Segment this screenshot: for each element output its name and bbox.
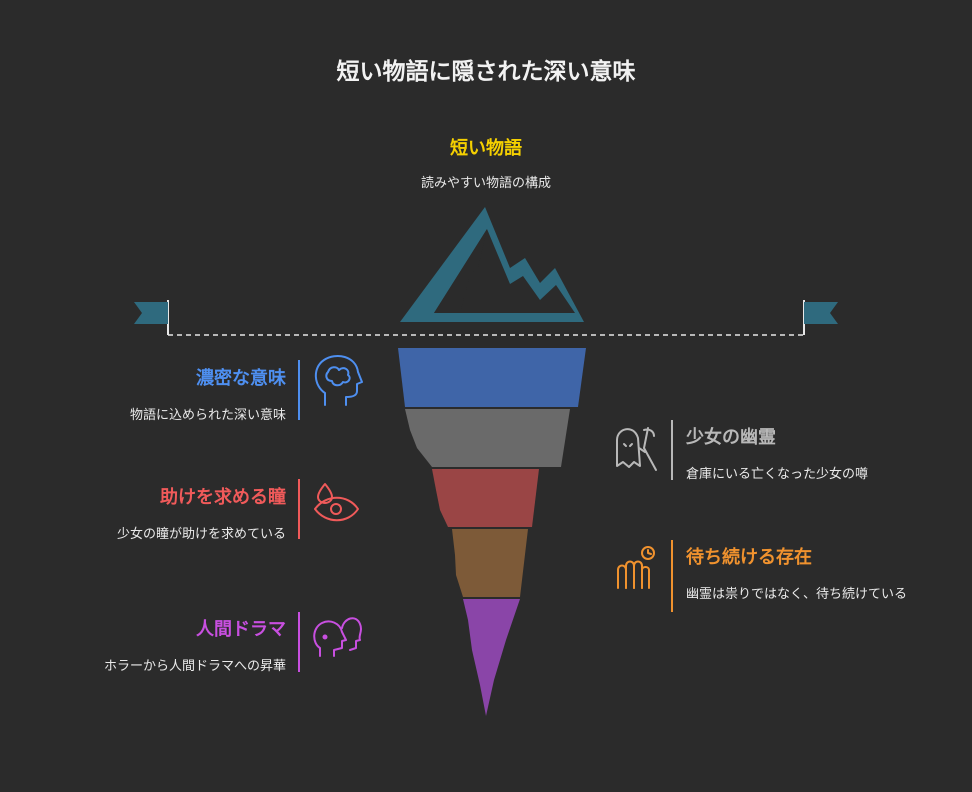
layer-4 [452, 529, 528, 597]
divider-bar [298, 479, 300, 539]
item-girl-ghost: 少女の幽霊 倉庫にいる亡くなった少女の噂 [686, 423, 936, 483]
two-heads-icon [313, 617, 362, 657]
item-waiting-presence: 待ち続ける存在 幽霊は祟りではなく、待ち続けている [686, 543, 926, 603]
tip-description: 読みやすい物語の構成 [420, 176, 551, 191]
eye-tear-icon [314, 483, 359, 522]
right-flag-icon [804, 302, 838, 324]
layer-2 [405, 409, 570, 467]
item-title: 人間ドラマ [196, 619, 286, 640]
page-title: 短い物語に隠された深い意味 [336, 59, 636, 85]
left-flag-icon [134, 302, 168, 324]
layer-3 [432, 469, 539, 527]
divider-bar [298, 360, 300, 420]
divider-bar [298, 612, 300, 672]
tip-title: 短い物語 [450, 138, 522, 159]
item-eyes-seeking-help: 助けを求める瞳 少女の瞳が助けを求めている [46, 483, 286, 543]
layer-1 [398, 348, 586, 407]
item-human-drama: 人間ドラマ ホラーから人間ドラマへの昇華 [46, 615, 286, 675]
item-description: 少女の瞳が助けを求めている [116, 527, 286, 542]
waiting-fingers-icon [617, 546, 655, 589]
item-description: 幽霊は祟りではなく、待ち続けている [686, 587, 908, 602]
brain-head-icon [314, 355, 363, 406]
item-description: 倉庫にいる亡くなった少女の噂 [686, 467, 869, 482]
layer-5 [463, 599, 520, 716]
ghost-reaper-icon [616, 427, 657, 471]
divider-bar [671, 420, 673, 480]
item-title: 少女の幽霊 [686, 427, 776, 448]
item-dense-meaning: 濃密な意味 物語に込められた深い意味 [46, 364, 286, 424]
item-title: 濃密な意味 [196, 368, 286, 389]
mountain-icon [400, 207, 584, 322]
item-title: 助けを求める瞳 [160, 487, 286, 508]
divider-bar [671, 540, 673, 612]
item-description: 物語に込められた深い意味 [129, 408, 286, 423]
item-description: ホラーから人間ドラマへの昇華 [103, 659, 286, 674]
item-title: 待ち続ける存在 [686, 547, 812, 568]
